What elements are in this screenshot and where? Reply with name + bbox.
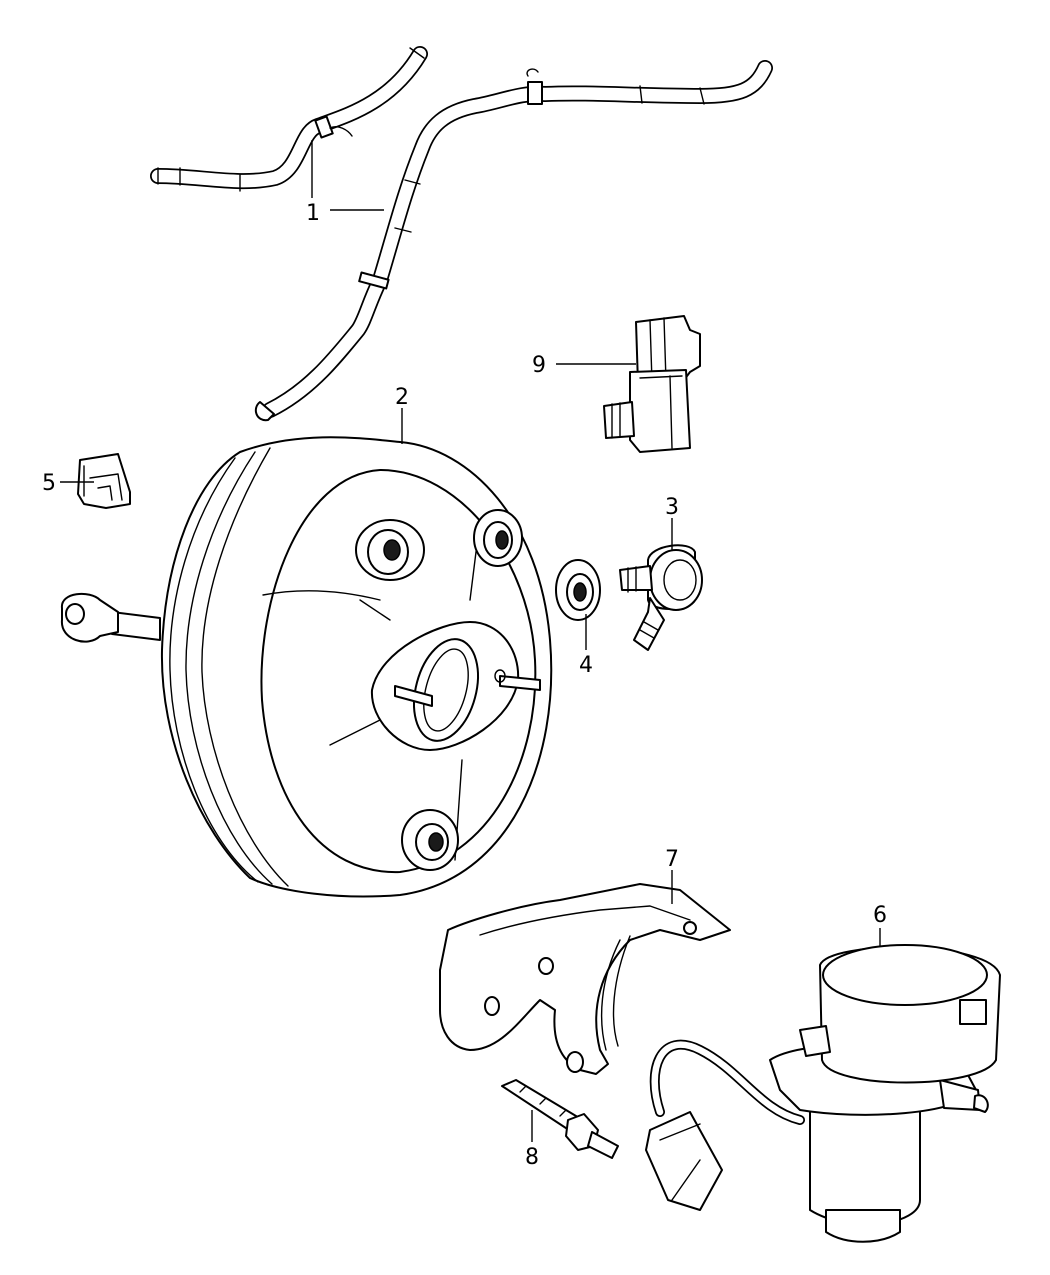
brake-booster: [60, 436, 553, 898]
grommet: [555, 559, 601, 621]
retaining-clip: [77, 453, 131, 509]
callout-1: 1: [306, 140, 384, 226]
booster-stud-boss: [401, 809, 459, 871]
vacuum-sensor: [603, 315, 701, 453]
callout-label: 8: [525, 1145, 539, 1170]
callout-4: 4: [579, 614, 593, 678]
callout-label: 7: [665, 847, 679, 872]
mounting-bracket: [439, 883, 731, 1075]
callout-8: 8: [525, 1110, 539, 1170]
callout-9: 9: [532, 353, 636, 378]
check-valve: [619, 544, 703, 651]
callout-2: 2: [395, 385, 409, 444]
callout-label: 5: [42, 471, 56, 496]
callout-3: 3: [665, 495, 679, 550]
callout-label: 1: [306, 201, 320, 226]
callout-5: 5: [42, 471, 94, 496]
booster-stud-boss: [355, 519, 425, 581]
callout-label: 6: [873, 903, 887, 928]
callout-6: 6: [873, 903, 887, 946]
callout-label: 9: [532, 353, 546, 378]
callout-label: 3: [665, 495, 679, 520]
booster-stud-boss: [473, 509, 523, 567]
mounting-stud: [501, 1079, 619, 1159]
callout-7: 7: [665, 847, 679, 904]
callout-label: 2: [395, 385, 409, 410]
vacuum-hose-assembly: [150, 46, 773, 422]
vacuum-pump: [645, 944, 1001, 1243]
callout-label: 4: [579, 653, 593, 678]
